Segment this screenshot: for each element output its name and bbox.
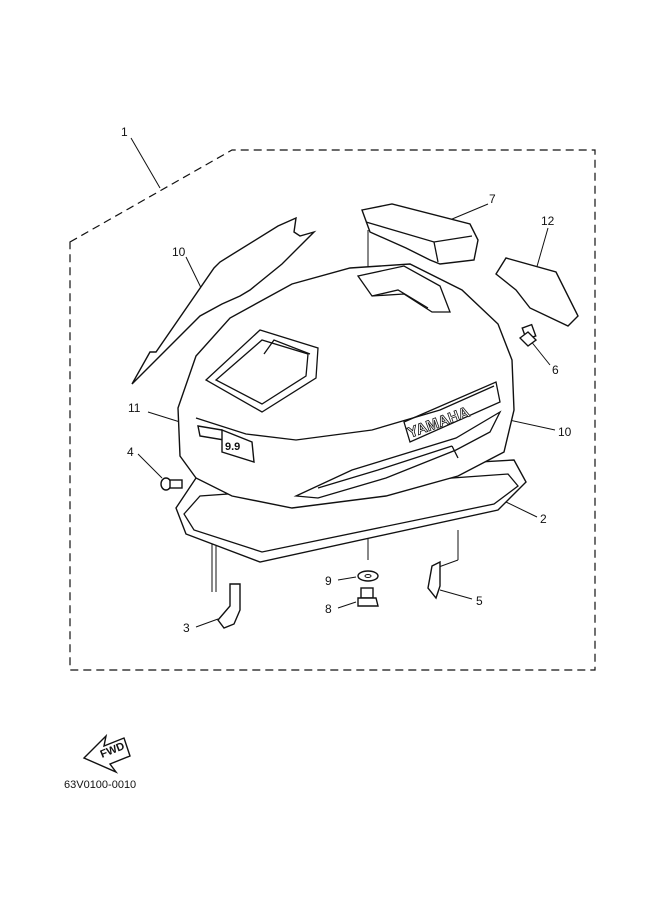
callout-12: 12 bbox=[541, 214, 555, 228]
callout-9: 9 bbox=[325, 574, 332, 588]
leader-lines bbox=[130, 137, 556, 628]
screw-4 bbox=[160, 477, 183, 491]
bolt-8 bbox=[357, 587, 379, 607]
callout-6: 6 bbox=[552, 363, 559, 377]
callout-11: 11 bbox=[128, 401, 141, 415]
top-cap bbox=[361, 203, 479, 265]
callout-5: 5 bbox=[476, 594, 483, 608]
callout-4: 4 bbox=[127, 445, 134, 459]
screw-6 bbox=[518, 323, 538, 347]
bracket-5 bbox=[427, 560, 441, 600]
assembly-boundary bbox=[69, 149, 596, 671]
badge-text: 9.9 bbox=[225, 441, 240, 453]
bracket-3 bbox=[217, 583, 241, 629]
top-cowling bbox=[177, 263, 515, 509]
right-decal bbox=[495, 257, 579, 327]
callout-8: 8 bbox=[325, 602, 332, 616]
callout-7: 7 bbox=[489, 192, 496, 206]
diagram-code: 63V0100-0010 bbox=[64, 779, 136, 791]
callout-1: 1 bbox=[121, 125, 128, 139]
callout-3: 3 bbox=[183, 621, 190, 635]
model-badge: 9.9 bbox=[197, 425, 255, 463]
callout-10-right: 10 bbox=[558, 425, 572, 439]
left-decal-stripe bbox=[131, 216, 317, 385]
callout-10-left: 10 bbox=[172, 245, 186, 259]
callout-2: 2 bbox=[540, 512, 547, 526]
washer-9 bbox=[357, 570, 379, 582]
fwd-arrow-icon: FWD bbox=[82, 733, 131, 774]
